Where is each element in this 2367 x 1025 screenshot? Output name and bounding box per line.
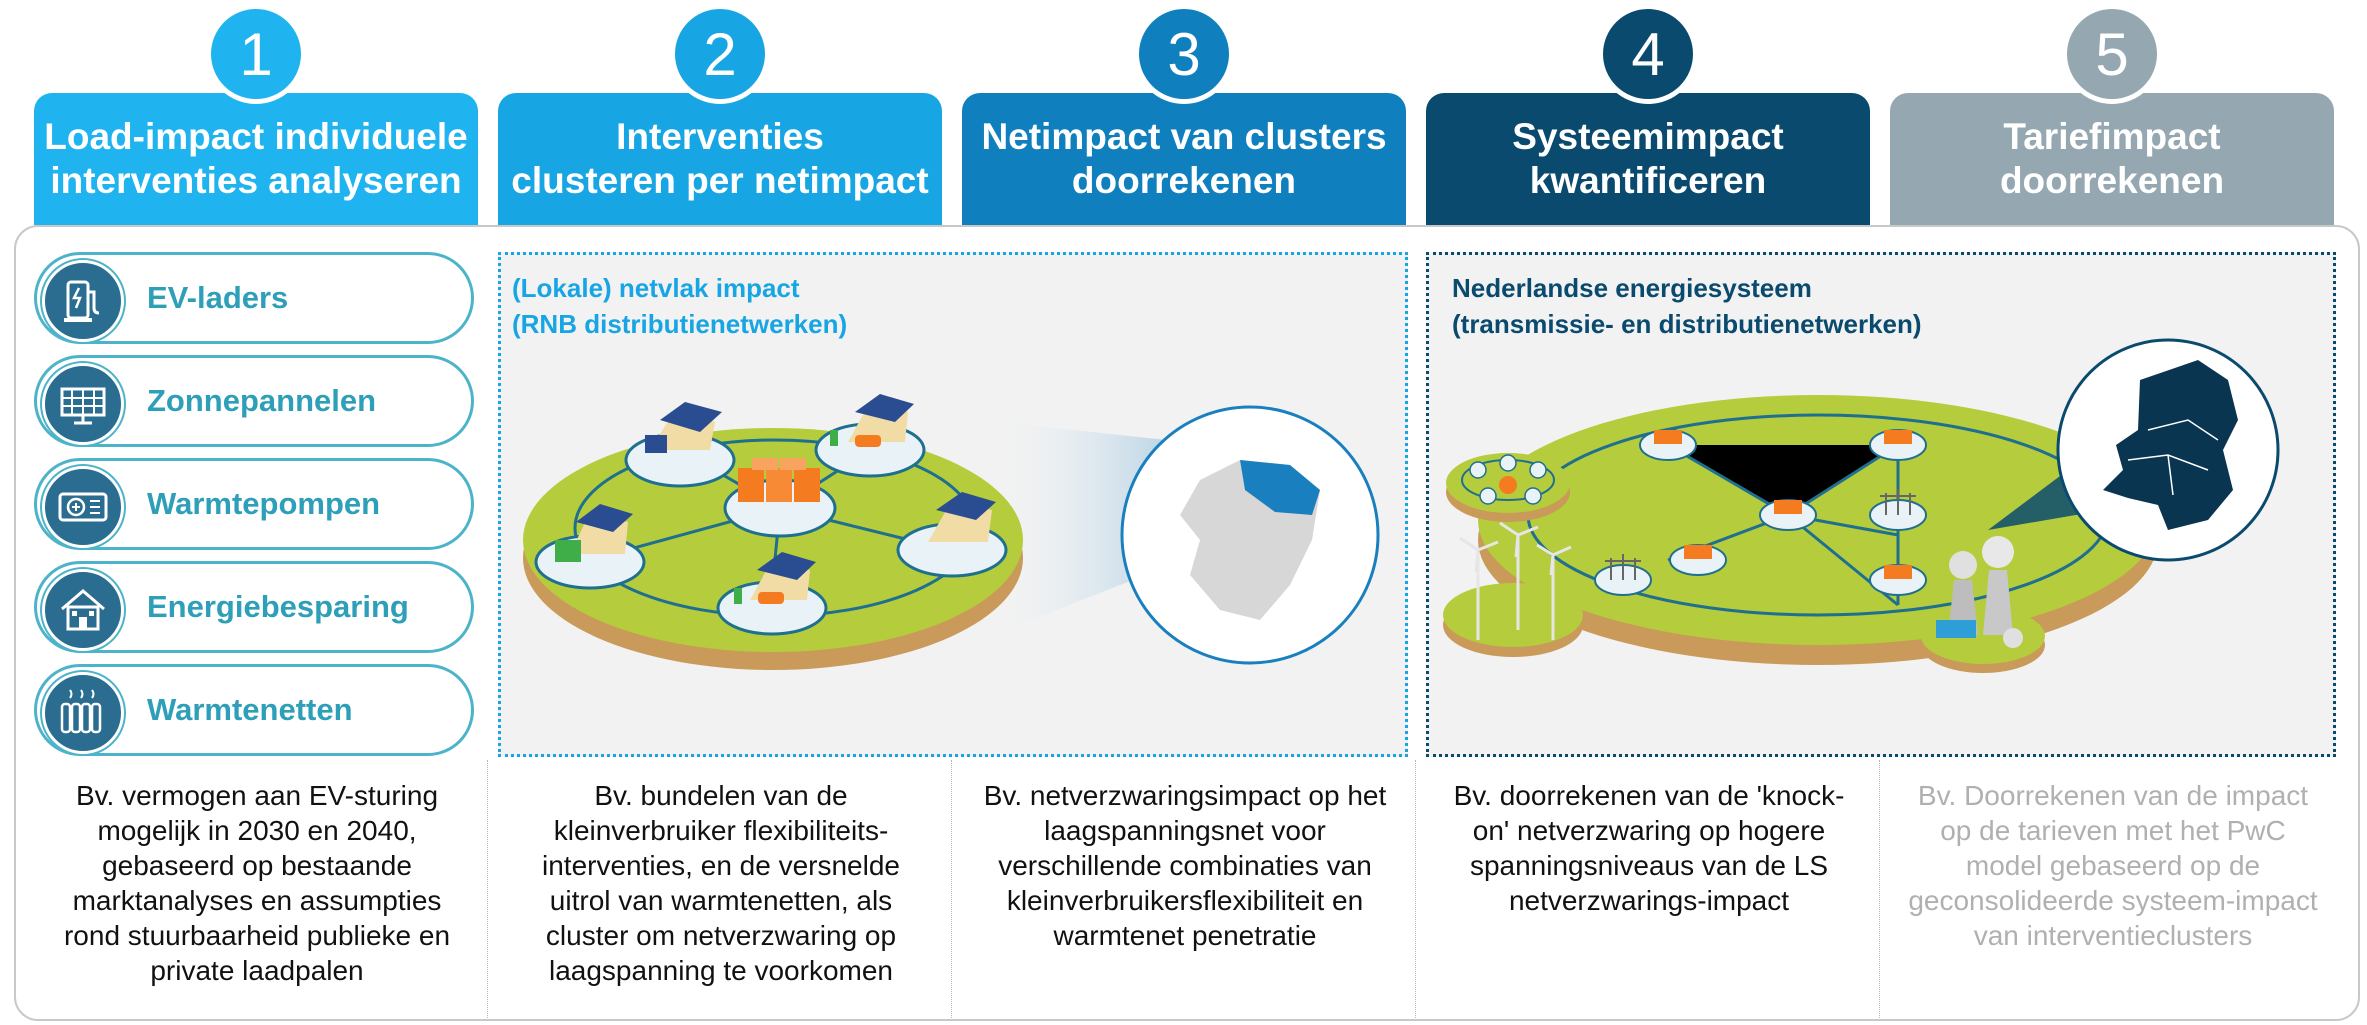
step-header-2: Interventies clusteren per netimpact: [498, 93, 942, 225]
description-line: geconsolideerde systeem-impact: [1908, 885, 2318, 916]
step-number-2: 2: [670, 4, 770, 104]
intervention-warmtenetten: Warmtenetten: [34, 664, 474, 756]
description-line: on' netverzwaring op hogere: [1472, 815, 1826, 846]
description-line: marktanalyses en assumpties: [72, 885, 442, 916]
description-line: private laadpalen: [150, 955, 364, 986]
solar-panel-icon: [42, 363, 124, 445]
description-line: mogelijk in 2030 en 2040,: [97, 815, 417, 846]
intervention-label: Warmtenetten: [147, 692, 353, 727]
intervention-zonnepannelen: Zonnepannelen: [34, 355, 474, 447]
local-box-title-line2: (RNB distributienetwerken): [512, 309, 848, 339]
step-number-4: 4: [1598, 4, 1698, 104]
intervention-ev-laders: EV-laders: [34, 252, 474, 344]
national-network-illustration: [1443, 338, 2280, 673]
step-header-1: Load-impact individuele interventies ana…: [34, 93, 478, 225]
description-line: spanningsniveaus van de LS: [1469, 850, 1829, 881]
node-ev-house: [814, 394, 926, 478]
description-line: kleinverbruikersflexibiliteit en: [1006, 885, 1364, 916]
national-node-batteries: [1639, 429, 1927, 596]
national-node-substations: [1594, 489, 1927, 596]
power-plant: [1936, 536, 2023, 648]
heat-pump-icon: [42, 466, 124, 548]
radiator-icon: [42, 672, 124, 754]
description-line: cluster om netverzwaring op: [545, 920, 897, 951]
step-header-5: Tariefimpact doorrekenen: [1890, 93, 2334, 225]
divider-3: [1415, 760, 1416, 1018]
local-box-title: (Lokale) netvlak impact (RNB distributie…: [512, 270, 847, 342]
step-title-1: Load-impact individuele interventies ana…: [44, 116, 468, 201]
step-title-5: Tariefimpact doorrekenen: [1999, 116, 2225, 201]
description-line: gebaseerd op bestaande: [102, 850, 412, 881]
description-step-2: Bv. bundelen van de kleinverbruiker flex…: [494, 778, 948, 988]
step-header-4: Systeemimpact kwantificeren: [1426, 93, 1870, 225]
divider-4: [1879, 760, 1880, 1018]
description-line: warmtenet penetratie: [1053, 920, 1317, 951]
description-line: Bv. bundelen van de: [594, 780, 848, 811]
description-line: kleinverbruiker flexibiliteits-: [553, 815, 889, 846]
description-line: model gebaseerd op de: [1965, 850, 2261, 881]
step-title-4: Systeemimpact kwantificeren: [1512, 116, 1784, 201]
local-network-illustration: [523, 394, 1380, 670]
description-line: op de tarieven met het PwC: [1940, 815, 2286, 846]
description-line: laagspanning te voorkomen: [548, 955, 893, 986]
netherlands-map: [2103, 360, 2238, 530]
intervention-energiebesparing: Energiebesparing: [34, 561, 474, 653]
intervention-label: Warmtepompen: [147, 486, 381, 521]
description-line: van interventieclusters: [1973, 920, 2253, 951]
description-step-5: Bv. Doorrekenen van de impact op de tari…: [1886, 778, 2340, 953]
node-ev-house-2: [716, 552, 828, 636]
node-solar-house-2: [896, 492, 1008, 578]
description-line: Bv. doorrekenen van de 'knock-: [1453, 780, 1845, 811]
description-step-1: Bv. vermogen aan EV-sturing mogelijk in …: [30, 778, 484, 988]
step-number-3: 3: [1134, 4, 1234, 104]
step-number-1: 1: [206, 4, 306, 104]
highlighted-region: [1240, 460, 1320, 515]
description-step-3: Bv. netverzwaringsimpact op het laagspan…: [958, 778, 1412, 953]
step-title-2: Interventies clusteren per netimpact: [511, 116, 929, 201]
intervention-warmtepompen: Warmtepompen: [34, 458, 474, 550]
step-title-3: Netimpact van clusters doorrekenen: [981, 116, 1387, 201]
local-network-spokes: [589, 448, 951, 611]
node-solar-house: [624, 402, 736, 488]
description-line: Bv. netverzwaringsimpact op het: [983, 780, 1387, 811]
national-box-title: Nederlandse energiesysteem (transmissie-…: [1452, 270, 1922, 342]
wind-turbines: [1459, 521, 1572, 640]
description-line: verschillende combinaties van: [998, 850, 1372, 881]
divider-2: [951, 760, 952, 1018]
step-header-3: Netimpact van clusters doorrekenen: [962, 93, 1406, 225]
national-box-title-line2: (transmissie- en distributienetwerken): [1452, 309, 1922, 339]
description-line: netverzwarings-impact: [1508, 885, 1790, 916]
house-icon: [42, 569, 124, 651]
description-line: Bv. vermogen aan EV-sturing: [75, 780, 439, 811]
ev-charger-icon: [42, 260, 124, 342]
description-line: laagspanningsnet voor: [1044, 815, 1326, 846]
wind-disc: [1443, 583, 1583, 647]
intervention-label: Zonnepannelen: [147, 383, 377, 418]
step-number-5: 5: [2062, 4, 2162, 104]
node-heatpump-house: [534, 504, 646, 590]
local-box-title-line1: (Lokale) netvlak impact: [512, 273, 800, 303]
node-battery-cluster: [723, 458, 837, 538]
description-step-4: Bv. doorrekenen van de 'knock- on' netve…: [1422, 778, 1876, 918]
description-line: interventies, en de versnelde: [542, 850, 900, 881]
divider-1: [487, 760, 488, 1018]
national-box-title-line1: Nederlandse energiesysteem: [1452, 273, 1812, 303]
description-line: Bv. Doorrekenen van de impact: [1917, 780, 2309, 811]
intervention-label: EV-laders: [147, 280, 289, 315]
intervention-label: Energiebesparing: [147, 589, 409, 624]
description-line: uitrol van warmtenetten, als: [549, 885, 893, 916]
description-line: rond stuurbaarheid publieke en: [63, 920, 451, 951]
